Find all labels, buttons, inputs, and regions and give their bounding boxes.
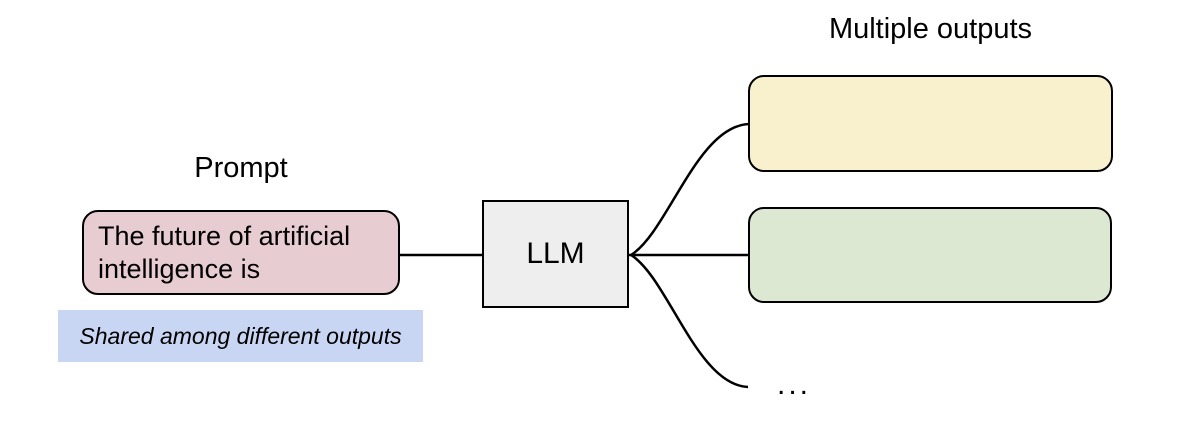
annotation-text: Shared among different outputs	[79, 322, 402, 349]
connector-llm-to-output-1	[630, 122, 750, 257]
prompt-node: The future of artificial intelligence is	[82, 210, 400, 295]
prompt-label: Prompt	[194, 152, 288, 184]
connector-llm-to-more-outputs	[630, 253, 749, 389]
prompt-text: The future of artificial intelligence is	[98, 220, 351, 284]
llm-label: LLM	[526, 237, 585, 270]
llm-node: LLM	[482, 200, 629, 308]
output-node-1	[748, 75, 1113, 172]
outputs-label: Multiple outputs	[828, 13, 1033, 45]
more-outputs-ellipsis: ...	[777, 368, 812, 401]
output-node-2	[748, 207, 1112, 303]
annotation-highlight: Shared among different outputs	[58, 310, 423, 362]
